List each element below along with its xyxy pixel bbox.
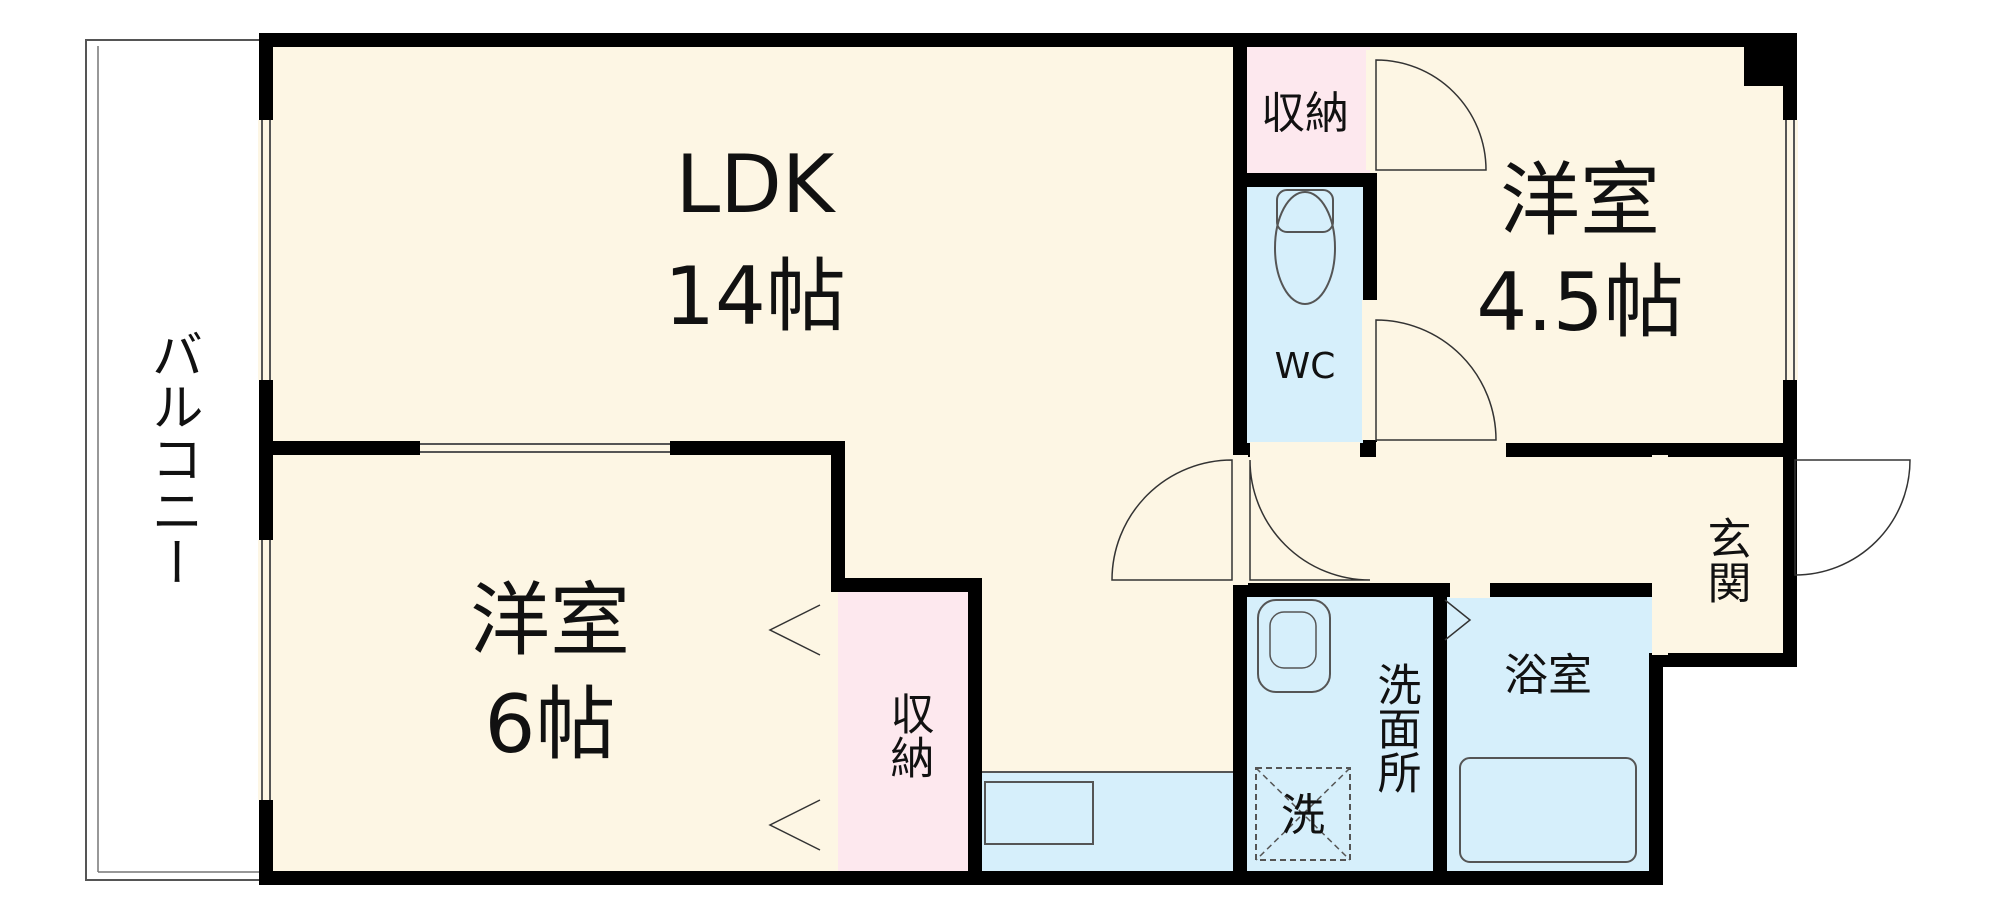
- storage-top-floor: [1240, 40, 1370, 180]
- western-room-small-name: 洋室: [1500, 154, 1660, 247]
- toilet-bowl: [1274, 191, 1336, 305]
- washer-cross-2: [1255, 767, 1351, 861]
- bathtub: [1459, 757, 1637, 863]
- western-room-small-size: 4.5帖: [1476, 256, 1683, 349]
- entrance-label: 玄関: [1700, 516, 1751, 604]
- toilet-tank: [1276, 189, 1334, 233]
- toilet-floor: [1240, 180, 1370, 450]
- window-frames: [261, 120, 1795, 800]
- entrance-floor: [1660, 450, 1790, 660]
- balcony-label: バルコニー: [142, 328, 202, 588]
- western-room-large-size: 6帖: [485, 678, 616, 771]
- ldk-name: LDK: [676, 138, 837, 231]
- sink: [984, 781, 1094, 845]
- bath-label: 浴室: [1504, 650, 1592, 701]
- column: [1744, 40, 1790, 86]
- washer-label: 洗: [1281, 790, 1325, 841]
- storage-left-label: 収納: [883, 691, 934, 779]
- washbasin-bowl: [1269, 611, 1317, 669]
- storage-left-floor: [838, 585, 975, 878]
- balcony-area: [85, 39, 267, 881]
- washer-space: [1255, 767, 1351, 861]
- kitchen-counter: [974, 771, 1241, 879]
- bath-floor: [1440, 590, 1656, 878]
- western-room-small-floor: [1370, 40, 1790, 450]
- western-room-large-floor: [270, 448, 838, 878]
- washroom-label: 洗面所: [1370, 662, 1421, 794]
- western-room-large-name: 洋室: [470, 574, 630, 667]
- washroom-floor: [1240, 590, 1440, 878]
- toilet-label: WC: [1275, 346, 1336, 387]
- hallway-floor: [1240, 450, 1660, 590]
- door-swings: [768, 59, 1911, 851]
- storage-top-label: 収納: [1261, 88, 1349, 139]
- ldk-floor: [270, 40, 1240, 878]
- washbasin: [1257, 599, 1331, 693]
- ldk-size: 14帖: [664, 250, 846, 343]
